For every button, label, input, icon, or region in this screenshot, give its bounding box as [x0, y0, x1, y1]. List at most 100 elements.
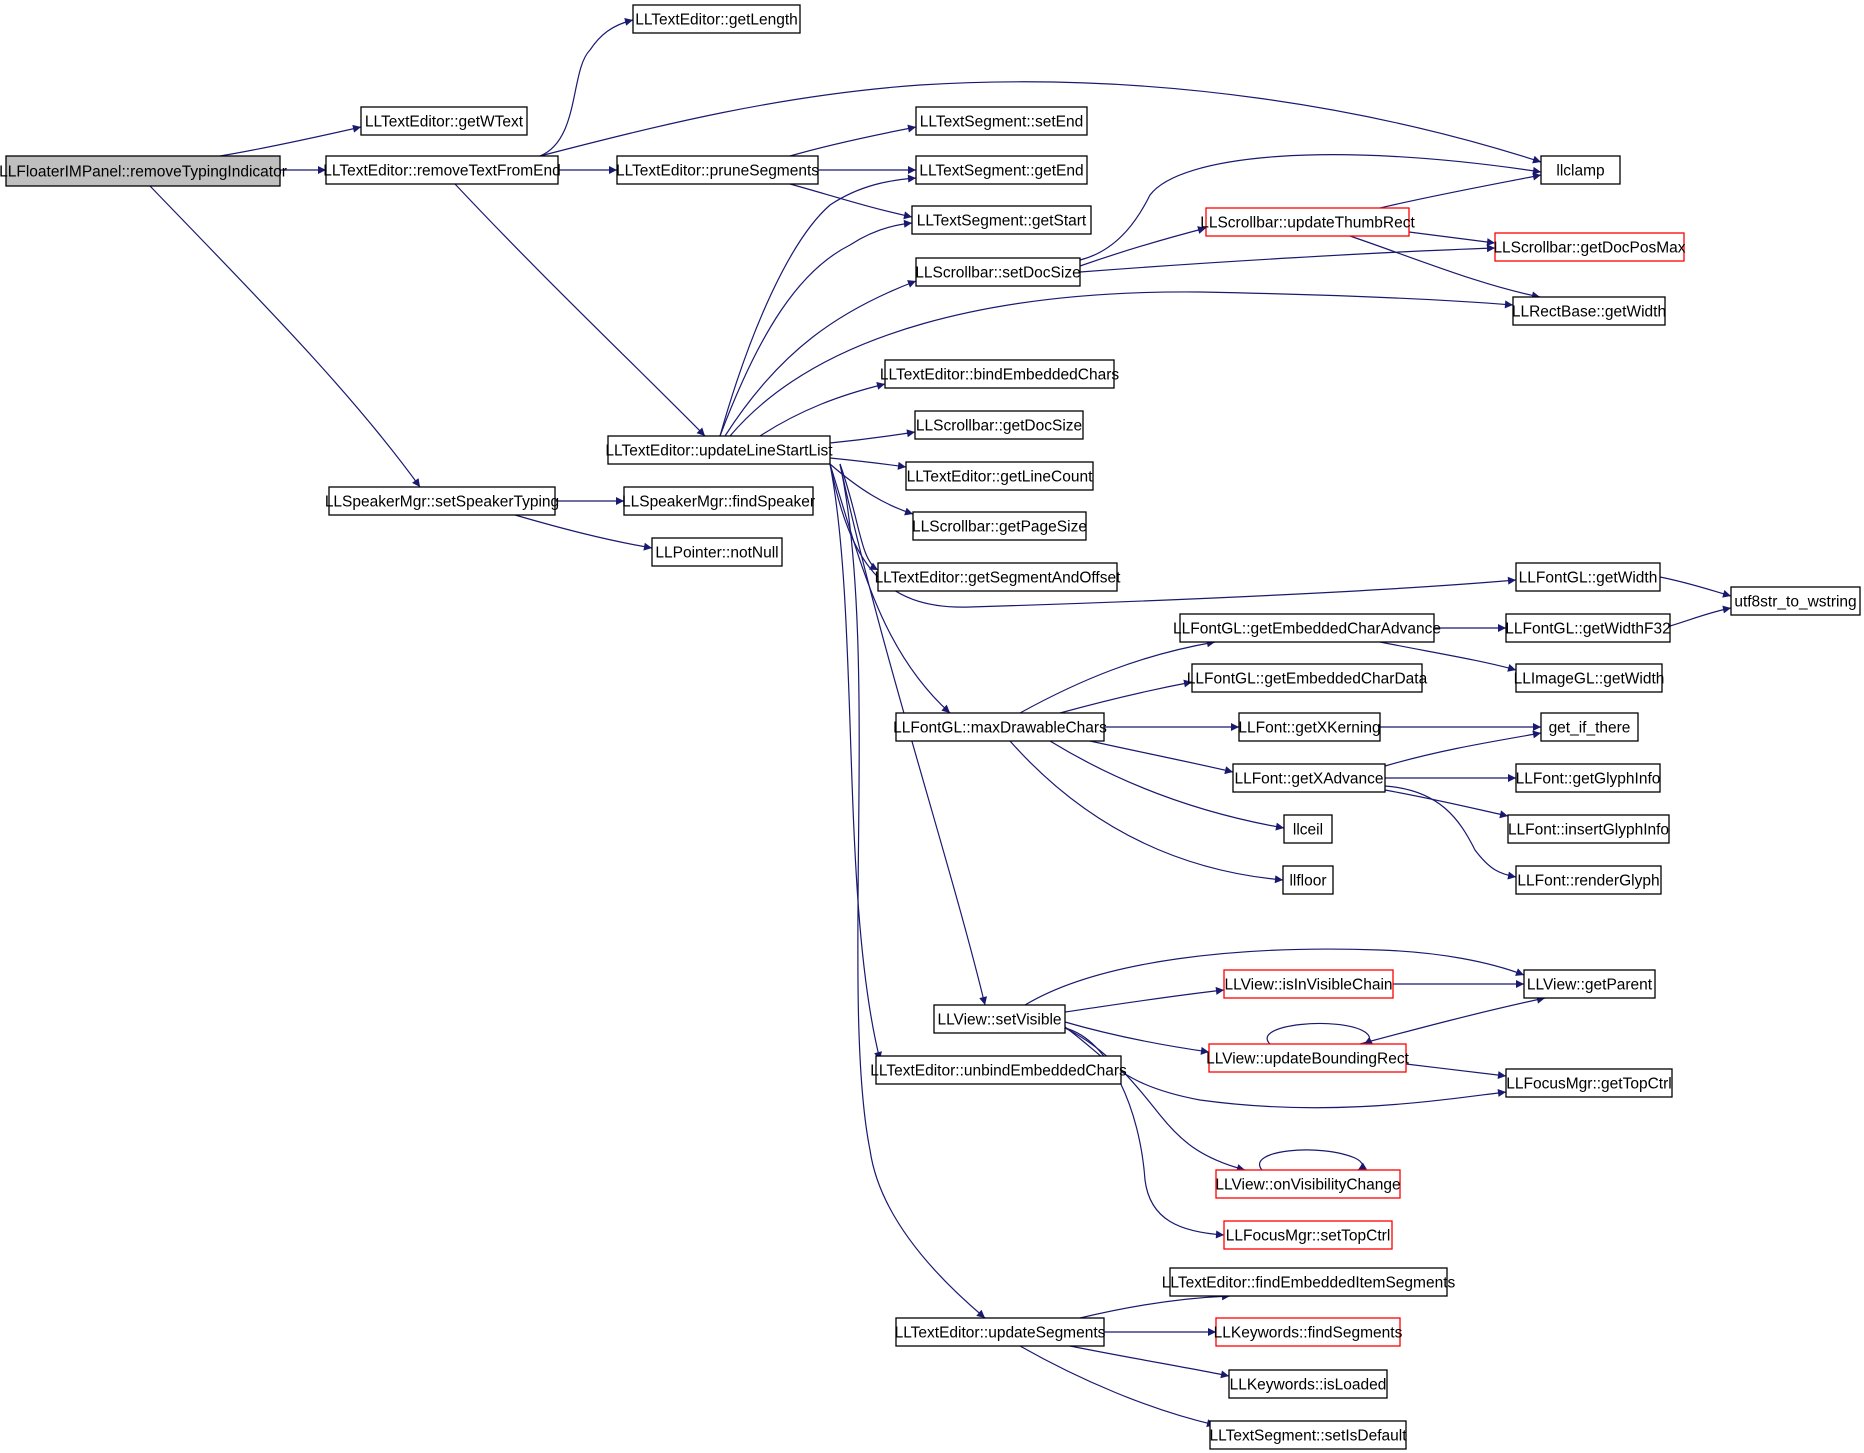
node-notNull[interactable]: LLPointer::notNull [651, 537, 783, 567]
node-getDocPosMax[interactable]: LLScrollbar::getDocPosMax [1493, 232, 1686, 262]
edge-getXAdvance-to-insertGlyphInfo [1384, 789, 1509, 819]
node-utf8str[interactable]: utf8str_to_wstring [1730, 586, 1861, 616]
node-getXAdvance[interactable]: LLFont::getXAdvance [1232, 763, 1386, 793]
edge-updateThumbRect-to-llclamp [1379, 172, 1542, 209]
node-findSegments[interactable]: LLKeywords::findSegments [1214, 1317, 1403, 1347]
node-getGlyphInfo[interactable]: LLFont::getGlyphInfo [1515, 763, 1661, 793]
node-llceil[interactable]: llceil [1283, 814, 1333, 844]
edge-root-to-setSpeakerTyping [149, 185, 421, 488]
node-updateLineStartList[interactable]: LLTextEditor::updateLineStartList [605, 435, 833, 465]
node-pruneSegments[interactable]: LLTextEditor::pruneSegments [616, 155, 819, 185]
node-label: LLTextEditor::getLineCount [907, 469, 1094, 486]
node-box [1215, 1169, 1401, 1199]
edge-maxDrawableChars-to-getEmbeddedCharAdvance [1019, 639, 1216, 714]
node-box [1515, 663, 1663, 693]
edge-updateLineStartList-to-getDocSize [829, 429, 916, 444]
edge-updateLineStartList-to-bindEmbeddedChars [759, 382, 886, 437]
node-box [915, 155, 1088, 185]
node-label: LLTextEditor::updateLineStartList [605, 443, 833, 460]
node-label: LLTextEditor::updateSegments [895, 1325, 1106, 1342]
edge-layer [149, 17, 1732, 1428]
node-box [911, 205, 1092, 235]
node-label: LLView::setVisible [937, 1012, 1061, 1029]
node-box [1208, 1043, 1407, 1073]
node-maxDrawableChars[interactable]: LLFontGL::maxDrawableChars [893, 712, 1107, 742]
node-box [914, 410, 1084, 440]
node-box [905, 461, 1094, 491]
edge-setVisible-to-setTopCtrl [1064, 1027, 1225, 1239]
node-box [5, 155, 281, 187]
edge-updateLineStartList-to-getEnd [719, 174, 917, 437]
node-box [1223, 969, 1394, 999]
node-updateSegments[interactable]: LLTextEditor::updateSegments [895, 1317, 1106, 1347]
node-box [1223, 1220, 1393, 1250]
node-rectGetWidth[interactable]: LLRectBase::getWidth [1512, 296, 1666, 326]
edge-maxDrawableChars-to-llfloor [1009, 740, 1284, 884]
node-getXKerning[interactable]: LLFont::getXKerning [1238, 712, 1381, 742]
node-findSpeaker[interactable]: LLSpeakerMgr::findSpeaker [622, 486, 815, 516]
node-getTopCtrl[interactable]: LLFocusMgr::getTopCtrl [1505, 1068, 1673, 1098]
node-imageGetWidth[interactable]: LLImageGL::getWidth [1514, 663, 1665, 693]
node-updateBoundingRect[interactable]: LLView::updateBoundingRect [1206, 1043, 1410, 1073]
node-box [1283, 814, 1333, 844]
node-label: llclamp [1556, 163, 1604, 180]
node-llclamp[interactable]: llclamp [1540, 155, 1621, 185]
node-setDocSize[interactable]: LLScrollbar::setDocSize [915, 257, 1081, 287]
node-insertGlyphInfo[interactable]: LLFont::insertGlyphInfo [1507, 814, 1670, 844]
node-label: LLSpeakerMgr::setSpeakerTyping [325, 494, 559, 511]
edge-removeTextFromEnd-to-llclamp [539, 81, 1542, 164]
node-setVisible[interactable]: LLView::setVisible [933, 1004, 1066, 1034]
node-isLoaded[interactable]: LLKeywords::isLoaded [1228, 1369, 1388, 1399]
edge-updateLineStartList-to-rectGetWidth [729, 291, 1514, 437]
node-getEmbeddedCharData[interactable]: LLFontGL::getEmbeddedCharData [1187, 663, 1428, 693]
node-getPageSize[interactable]: LLScrollbar::getPageSize [912, 511, 1087, 541]
node-renderGlyph[interactable]: LLFont::renderGlyph [1515, 865, 1662, 895]
node-get_if_there[interactable]: get_if_there [1540, 712, 1639, 742]
node-label: LLScrollbar::getPageSize [912, 519, 1087, 536]
node-getWText[interactable]: LLTextEditor::getWText [360, 106, 528, 136]
node-box [1540, 155, 1621, 185]
node-updateThumbRect[interactable]: LLScrollbar::updateThumbRect [1200, 207, 1415, 237]
node-getEmbeddedCharAdvance[interactable]: LLFontGL::getEmbeddedCharAdvance [1173, 613, 1441, 643]
edge-setDocSize-to-getDocPosMax [1079, 244, 1496, 273]
node-getSegmentAndOffset[interactable]: LLTextEditor::getSegmentAndOffset [875, 562, 1122, 592]
node-label: LLPointer::notNull [655, 545, 778, 562]
node-box [915, 257, 1081, 287]
node-box [1282, 865, 1334, 895]
edge-maxDrawableChars-to-llceil [1049, 740, 1285, 831]
node-label: LLScrollbar::getDocPosMax [1493, 240, 1685, 257]
node-box [895, 712, 1105, 742]
node-setIsDefault[interactable]: LLTextSegment::setIsDefault [1209, 1420, 1407, 1450]
node-unbindEmbeddedChars[interactable]: LLTextEditor::unbindEmbeddedChars [870, 1055, 1127, 1085]
edge-onVisibilityChange-to-onVisibilityChange [1258, 1149, 1367, 1171]
node-getLineCount[interactable]: LLTextEditor::getLineCount [905, 461, 1094, 491]
node-getStart[interactable]: LLTextSegment::getStart [911, 205, 1092, 235]
node-label: utf8str_to_wstring [1734, 594, 1856, 611]
node-label: LLImageGL::getWidth [1514, 671, 1665, 688]
node-box [1179, 613, 1435, 643]
node-box [1505, 1068, 1673, 1098]
node-fontGetWidth[interactable]: LLFontGL::getWidth [1515, 562, 1661, 592]
node-setTopCtrl[interactable]: LLFocusMgr::setTopCtrl [1223, 1220, 1393, 1250]
node-getWidthF32[interactable]: LLFontGL::getWidthF32 [1505, 613, 1671, 643]
node-findEmbeddedItemSegments[interactable]: LLTextEditor::findEmbeddedItemSegments [1162, 1267, 1456, 1297]
node-bindEmbeddedChars[interactable]: LLTextEditor::bindEmbeddedChars [880, 359, 1119, 389]
node-box [616, 155, 819, 185]
node-root[interactable]: LLFloaterIMPanel::removeTypingIndicator [0, 155, 287, 187]
node-onVisibilityChange[interactable]: LLView::onVisibilityChange [1215, 1169, 1401, 1199]
node-llfloor[interactable]: llfloor [1282, 865, 1334, 895]
node-removeTextFromEnd[interactable]: LLTextEditor::removeTextFromEnd [323, 155, 561, 185]
edge-updateLineStartList-to-updateSegments [839, 463, 986, 1319]
node-isInVisibleChain[interactable]: LLView::isInVisibleChain [1223, 969, 1394, 999]
edge-updateLineStartList-to-maxDrawableChars [829, 463, 951, 714]
node-box [877, 562, 1118, 592]
node-setSpeakerTyping[interactable]: LLSpeakerMgr::setSpeakerTyping [325, 486, 559, 516]
node-setEnd[interactable]: LLTextSegment::setEnd [915, 106, 1088, 136]
node-label: LLTextSegment::setIsDefault [1209, 1428, 1407, 1445]
node-label: LLView::isInVisibleChain [1224, 977, 1392, 994]
node-box [328, 486, 556, 516]
node-getEnd[interactable]: LLTextSegment::getEnd [915, 155, 1088, 185]
node-getDocSize[interactable]: LLScrollbar::getDocSize [914, 410, 1084, 440]
node-getLength[interactable]: LLTextEditor::getLength [632, 4, 801, 34]
node-getParent[interactable]: LLView::getParent [1523, 969, 1656, 999]
